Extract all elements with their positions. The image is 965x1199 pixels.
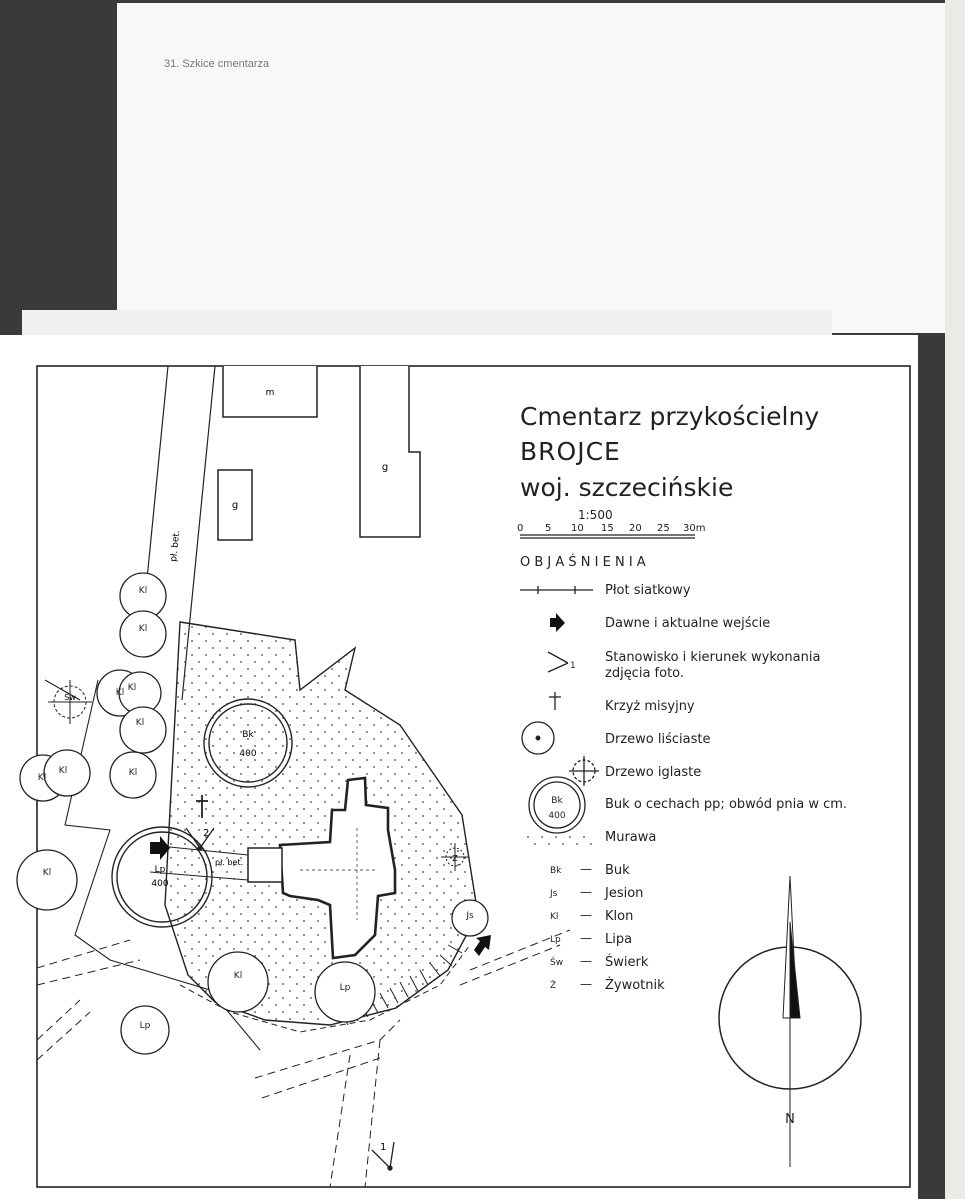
bk-circumference: 400 xyxy=(239,749,256,759)
tree-sw-label: Św xyxy=(64,691,76,702)
legend-lawn xyxy=(522,832,592,846)
cemetery-map-sheet: m g g pł. bet. pł. bet. xyxy=(0,335,918,1199)
path-label: pł. bet. xyxy=(215,858,243,867)
svg-text:Stanowisko i kierunek wykonani: Stanowisko i kierunek wykonania xyxy=(605,650,820,665)
mission-cross-icon xyxy=(196,795,208,818)
legend-photo-number: 1 xyxy=(570,661,576,671)
southern-fence xyxy=(179,944,471,1033)
scale-bar-ticks: 0 5 10 15 20 25 30m xyxy=(517,523,705,534)
legend-heading: O B J A Ś N I E N I A xyxy=(520,554,646,570)
scale-bar xyxy=(520,534,695,539)
map-province: woj. szczecińskie xyxy=(520,473,733,502)
tree-codes: Kl Kl Kl Kl Kl Kl Kl Kl Kl Lp Kl Lp Js xyxy=(38,586,474,1031)
svg-text:Js: Js xyxy=(549,889,558,899)
upper-page: 31. Szkice cmentarza xyxy=(117,3,963,333)
svg-text:—: — xyxy=(580,862,592,876)
svg-text:Kl: Kl xyxy=(234,971,242,981)
svg-text:Buk o cechach pp; obwód pnia w: Buk o cechach pp; obwód pnia w cm. xyxy=(605,797,847,812)
conifer-tree xyxy=(48,680,469,871)
svg-text:Kl: Kl xyxy=(43,868,51,878)
legend-entrance-arrow xyxy=(550,613,565,632)
photo-station-icon xyxy=(185,827,395,1171)
svg-text:Murawa: Murawa xyxy=(605,830,656,845)
svg-text:Drzewo iglaste: Drzewo iglaste xyxy=(605,765,701,780)
building-g-label: g xyxy=(382,462,388,473)
legend-labels: Płot siatkowy Dawne i aktualne wejście S… xyxy=(605,583,847,845)
svg-text:Jesion: Jesion xyxy=(604,886,643,901)
svg-text:Kl: Kl xyxy=(128,683,136,693)
page-edge xyxy=(945,0,965,1199)
svg-text:Lp: Lp xyxy=(140,1021,151,1031)
dashed-roads xyxy=(36,929,571,1188)
bk-code: Bk xyxy=(242,730,254,740)
svg-text:Bk: Bk xyxy=(550,866,562,876)
svg-text:Lp: Lp xyxy=(340,983,351,993)
map-place: BROJCE xyxy=(520,437,621,466)
svg-text:Js: Js xyxy=(465,911,474,921)
svg-text:Żywotnik: Żywotnik xyxy=(605,977,665,993)
svg-text:Kl: Kl xyxy=(38,773,46,783)
entrance-arrow-icon xyxy=(474,935,491,956)
building-g-label: g xyxy=(232,500,238,511)
svg-text:Buk: Buk xyxy=(605,863,630,878)
svg-text:—: — xyxy=(580,954,592,968)
svg-text:Klon: Klon xyxy=(605,909,633,924)
fence-label: pł. bet. xyxy=(169,530,182,563)
svg-text:Kl: Kl xyxy=(136,718,144,728)
svg-text:20: 20 xyxy=(629,523,642,534)
page-caption: 31. Szkice cmentarza xyxy=(164,58,270,70)
svg-text:Kl: Kl xyxy=(139,624,147,634)
buildings xyxy=(217,366,421,541)
svg-text:Kl: Kl xyxy=(59,766,67,776)
svg-text:—: — xyxy=(580,931,592,945)
svg-text:Dawne i aktualne wejście: Dawne i aktualne wejście xyxy=(605,616,770,631)
scale-ratio: 1:500 xyxy=(578,508,613,522)
legend-beech-code: Bk xyxy=(551,796,563,806)
lp-code: Lp xyxy=(155,865,166,875)
building-m-label: m xyxy=(266,388,275,398)
photo-2-label: 2 xyxy=(203,828,209,839)
svg-text:zdjęcia foto.: zdjęcia foto. xyxy=(605,666,684,681)
svg-text:Świerk: Świerk xyxy=(605,954,649,970)
north-arrow xyxy=(718,875,862,1167)
species-list: Bk — Buk Js — Jesion Kl — Klon Lp — Lipa… xyxy=(549,862,665,993)
svg-text:5: 5 xyxy=(545,523,551,534)
svg-text:Kl: Kl xyxy=(550,912,558,922)
church xyxy=(278,776,397,960)
svg-text:—: — xyxy=(580,977,592,991)
tree-z-label: Ż xyxy=(452,853,458,863)
trees xyxy=(16,572,489,1055)
legend-beech-circ: 400 xyxy=(548,811,565,821)
svg-text:10: 10 xyxy=(571,523,584,534)
svg-text:Św: Św xyxy=(550,956,563,968)
svg-text:Krzyż misyjny: Krzyż misyjny xyxy=(605,699,695,714)
svg-text:30m: 30m xyxy=(683,523,705,534)
svg-text:25: 25 xyxy=(657,523,670,534)
svg-text:Kl: Kl xyxy=(129,768,137,778)
map-title: Cmentarz przykościelny xyxy=(520,402,819,431)
svg-text:15: 15 xyxy=(601,523,614,534)
church-porch xyxy=(247,847,283,883)
svg-text:Lipa: Lipa xyxy=(605,932,632,947)
cemetery-map: m g g pł. bet. pł. bet. xyxy=(16,365,911,1188)
svg-text:Ż: Ż xyxy=(550,980,556,991)
north-label: N xyxy=(785,1112,795,1127)
photo-1-label: 1 xyxy=(380,1142,386,1153)
svg-text:Drzewo liściaste: Drzewo liściaste xyxy=(605,732,711,747)
monument-trees xyxy=(111,698,293,928)
svg-text:0: 0 xyxy=(517,523,523,534)
entrance-arrow-icon xyxy=(150,836,170,860)
svg-text:—: — xyxy=(580,885,592,899)
map-frame xyxy=(36,365,911,1188)
lp-circumference: 400 xyxy=(151,879,168,889)
svg-text:Płot siatkowy: Płot siatkowy xyxy=(605,583,691,598)
svg-text:Kl: Kl xyxy=(116,688,124,698)
svg-text:—: — xyxy=(580,908,592,922)
svg-text:Kl: Kl xyxy=(139,586,147,596)
svg-text:Lp: Lp xyxy=(550,935,561,945)
